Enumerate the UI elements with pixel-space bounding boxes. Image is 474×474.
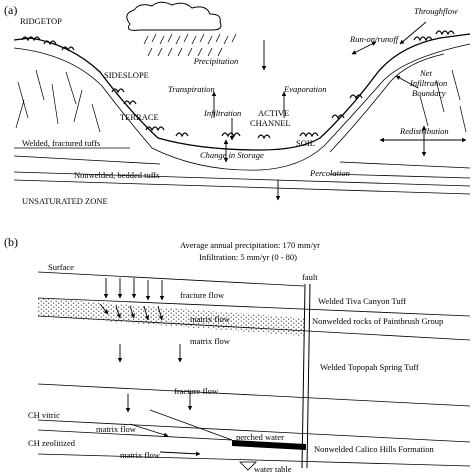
transpiration-label: Transpiration xyxy=(168,84,215,94)
terrace-label: TERRACE xyxy=(120,112,159,122)
layer-boundaries xyxy=(37,271,471,467)
fracture-flow-top-label: fracture flow xyxy=(180,290,225,300)
water-table-marker xyxy=(239,461,257,471)
matrix-flow-ch-label: matrix flow xyxy=(96,424,137,434)
net-infiltration-boundary-line xyxy=(329,53,445,153)
fractures xyxy=(15,69,467,133)
ch-vitric-label: CH vitric xyxy=(28,410,60,420)
ch-zeolitized-label: CH zeolitized xyxy=(28,438,76,448)
rain-icon xyxy=(143,33,237,57)
unsaturated-zone-label: UNSATURATED ZONE xyxy=(22,196,108,206)
fault xyxy=(301,283,311,469)
avg-precip-label: Average annual precipitation: 170 mm/yr xyxy=(180,240,320,250)
change-in-storage-label: Change in Storage xyxy=(200,150,264,160)
run-on-runoff-label: Run-on/runoff xyxy=(349,34,400,44)
perched-water-label: perched water xyxy=(236,432,284,442)
soil-label: SOIL xyxy=(296,138,315,148)
water-table-label: water table xyxy=(254,464,292,474)
matrix-flow-lower-label: matrix flow xyxy=(190,336,231,346)
matrix-flow-dots-label: matrix flow xyxy=(190,314,231,324)
topopah-label: Welded Topopah Spring Tuff xyxy=(320,362,419,372)
active-channel-label-2: CHANNEL xyxy=(250,118,291,128)
percolation-label: Percolation xyxy=(309,168,350,178)
strata xyxy=(13,147,471,195)
sideslope-label: SIDESLOPE xyxy=(104,70,149,80)
cloud-icon xyxy=(126,1,222,31)
panel-a-arrows xyxy=(211,21,467,201)
active-channel-label-1: ACTIVE xyxy=(258,108,289,118)
net-infiltration-label-2: Infiltration xyxy=(409,78,447,88)
net-infiltration-label-1: Net xyxy=(419,68,432,78)
infiltration-label: Infiltration xyxy=(203,108,241,118)
ground-surface xyxy=(13,33,471,151)
throughflow-label: Throughflow xyxy=(414,6,458,16)
infiltration-rate-label: Infiltration: 5 mm/yr (0 - 80) xyxy=(199,252,297,262)
matrix-flow-bottom-label: matrix flow xyxy=(120,450,161,460)
evaporation-label: Evaporation xyxy=(283,84,327,94)
net-infiltration-label-3: Boundary xyxy=(412,88,446,98)
paintbrush-dotted-band xyxy=(38,298,304,336)
redistribution-label: Redistribution xyxy=(399,126,449,136)
calico-hills-label: Nonwelded Calico Hills Formation xyxy=(314,444,434,454)
fault-label: fault xyxy=(302,272,318,282)
panel-b-label: (b) xyxy=(4,235,18,249)
welded-tuffs-label: Welded, fractured tuffs xyxy=(22,138,100,148)
tiva-canyon-label: Welded Tiva Canyon Tuff xyxy=(318,296,406,306)
vegetation-icon xyxy=(21,30,455,140)
soil-boundary xyxy=(13,43,471,171)
panel-a: (a) xyxy=(4,1,471,206)
fracture-flow-mid-label: fracture flow xyxy=(174,386,219,396)
surface-label: Surface xyxy=(48,262,74,272)
panel-b-arrows xyxy=(99,278,201,457)
perched-water-body xyxy=(232,440,306,450)
paintbrush-label: Nonwelded rocks of Paintbrush Group xyxy=(312,316,443,326)
ridgetop-label: RIDGETOP xyxy=(20,16,62,26)
panel-a-label: (a) xyxy=(4,3,17,17)
precipitation-label: Precipitation xyxy=(193,56,239,66)
panel-b: (b) Average annual precipitation: 170 mm… xyxy=(4,235,471,474)
nonwelded-tuffs-label: Nonwelded, bedded tuffs xyxy=(74,170,160,180)
